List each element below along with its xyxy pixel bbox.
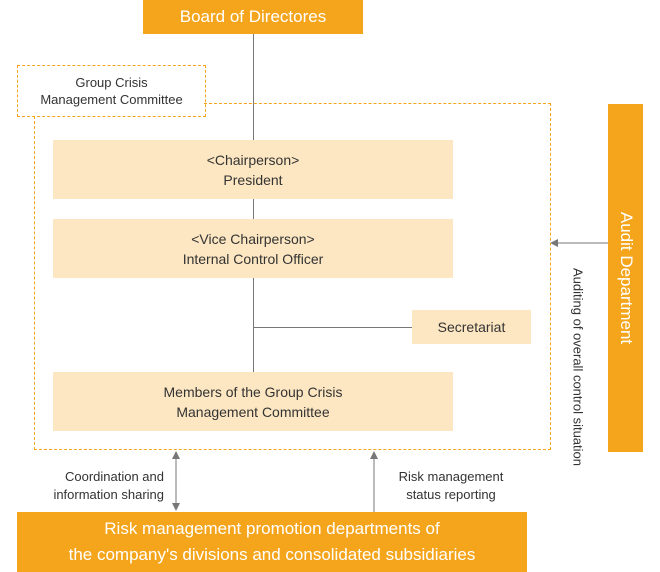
committee-container	[34, 103, 551, 450]
audit-arrow	[550, 239, 608, 247]
coordination-label: Coordination and information sharing	[53, 469, 164, 502]
coordination-arrow	[172, 451, 180, 511]
committee-container-left	[34, 116, 35, 450]
audit-department-box: Audit Department	[608, 104, 643, 452]
board-of-directors-label: Board of Directores	[179, 7, 327, 26]
vice-chairperson-box: <Vice Chairperson> Internal Control Offi…	[53, 219, 453, 278]
secretariat-box: Secretariat	[412, 310, 531, 344]
vice-chairperson-label: <Vice Chairperson> Internal Control Offi…	[182, 230, 324, 267]
secretariat-connector	[253, 327, 412, 328]
risk-reporting-label-wrap: Risk management status reporting	[386, 468, 516, 504]
auditing-label: Auditing of overall control situation	[570, 267, 586, 467]
chairperson-label: <Chairperson> President	[206, 151, 300, 188]
members-box: Members of the Group Crisis Management C…	[53, 372, 453, 431]
risk-reporting-label: Risk management status reporting	[398, 469, 504, 502]
board-of-directors-box: Board of Directores	[143, 0, 363, 34]
risk-departments-label: Risk management promotion departments of…	[68, 519, 476, 564]
members-label: Members of the Group Crisis Management C…	[163, 383, 343, 420]
risk-reporting-arrow	[370, 451, 378, 512]
risk-departments-box: Risk management promotion departments of…	[17, 512, 527, 572]
secretariat-label: Secretariat	[437, 319, 506, 335]
committee-container-top	[204, 103, 551, 104]
committee-label-box: Group Crisis Management Committee	[17, 65, 206, 117]
auditing-label-wrap: Auditing of overall control situation	[568, 252, 588, 482]
coordination-label-wrap: Coordination and information sharing	[28, 468, 164, 504]
spine-line	[253, 34, 254, 372]
committee-label: Group Crisis Management Committee	[40, 75, 183, 107]
audit-department-label: Audit Department	[616, 211, 636, 345]
chairperson-box: <Chairperson> President	[53, 140, 453, 199]
